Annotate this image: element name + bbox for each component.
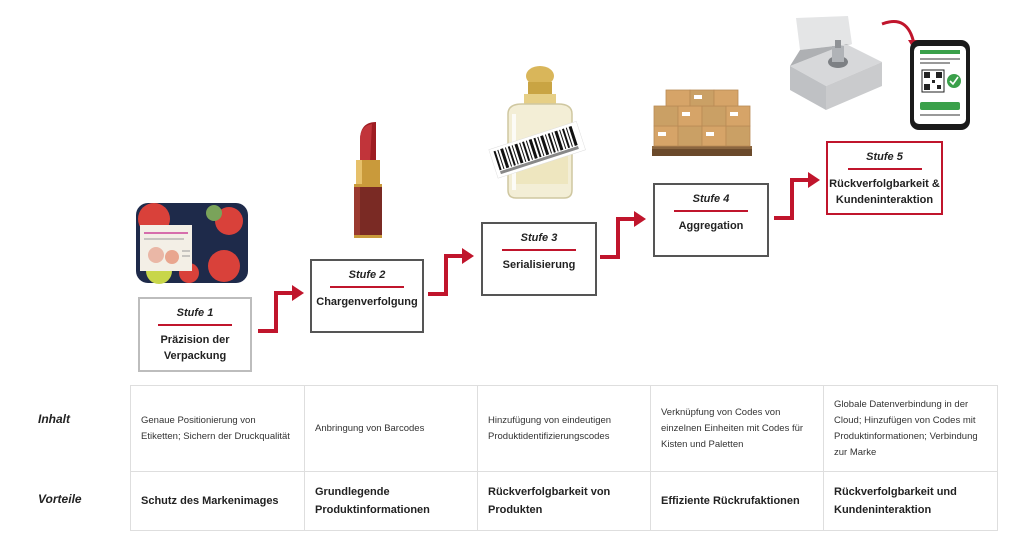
vorteile-cell-4: Effiziente Rückrufaktionen xyxy=(661,495,800,507)
perfume-barcode-image xyxy=(488,66,586,199)
cardboard-boxes-pallet-image xyxy=(652,89,752,156)
arrow-3-to-4 xyxy=(600,217,636,259)
cosmetic-tin-image xyxy=(136,203,248,284)
comparison-table xyxy=(130,385,998,531)
table-column-divider xyxy=(997,386,998,531)
stage-2-title: Stufe 2 xyxy=(348,269,386,281)
inhalt-cell-2: Anbringung von Barcodes xyxy=(315,422,425,434)
stage-5-title: Stufe 5 xyxy=(866,151,903,163)
vorteile-cell-2: Grundlegende Produktinformationen xyxy=(315,486,430,516)
stage-5-divider xyxy=(847,168,922,170)
arrow-1-to-2 xyxy=(258,291,294,333)
gift-box-phone-image xyxy=(790,16,970,130)
row-header-inhalt: Inhalt xyxy=(38,412,70,426)
stage-1-divider xyxy=(158,324,232,326)
stage-1-box: Stufe 1 Präzision der Verpackung xyxy=(138,297,252,372)
stage-2-box: Stufe 2 Chargenverfolgung xyxy=(310,259,424,333)
table-column-divider xyxy=(130,386,131,531)
stage-3-label: Serialisierung xyxy=(502,259,576,271)
arrow-4-to-5 xyxy=(774,178,810,220)
inhalt-cell-1: Genaue Positionierung von Etiketten; Sic… xyxy=(141,414,290,442)
vorteile-cell-1: Schutz des Markenimages xyxy=(141,495,279,507)
stage-3-box: Stufe 3 Serialisierung xyxy=(481,222,597,296)
stage-3-divider xyxy=(502,249,576,251)
stage-3-title: Stufe 3 xyxy=(520,232,558,244)
vorteile-cell-3: Rückverfolgbarkeit von Produkten xyxy=(488,486,611,516)
stage-2-divider xyxy=(330,286,404,288)
inhalt-cell-5: Globale Datenverbindung in der Cloud; Hi… xyxy=(834,398,978,458)
lipstick-image xyxy=(354,122,382,238)
stage-4-title: Stufe 4 xyxy=(692,193,730,205)
stage-1-title: Stufe 1 xyxy=(176,307,214,319)
table-column-divider xyxy=(304,386,305,531)
table-column-divider xyxy=(477,386,478,531)
table-row-divider xyxy=(130,471,998,472)
stage-4-label: Aggregation xyxy=(678,220,744,232)
inhalt-cell-3: Hinzufügung von eindeutigen Produktident… xyxy=(488,414,612,442)
inhalt-cell-4: Verknüpfung von Codes von einzelnen Einh… xyxy=(661,406,804,450)
stage-5-box: Stufe 5 Rückverfolgbarkeit & Kundeninter… xyxy=(826,141,943,215)
table-column-divider xyxy=(823,386,824,531)
stage-4-box: Stufe 4 Aggregation xyxy=(653,183,769,257)
table-column-divider xyxy=(650,386,651,531)
stage-5-label: Rückverfolgbarkeit & Kundeninteraktion xyxy=(829,178,940,206)
row-header-vorteile: Vorteile xyxy=(38,492,82,506)
stage-1-label: Präzision der Verpackung xyxy=(160,334,230,362)
vorteile-cell-5: Rückverfolgbarkeit und Kundeninteraktion xyxy=(834,486,957,516)
arrow-2-to-3 xyxy=(428,254,464,296)
stage-2-label: Chargenverfolgung xyxy=(316,296,418,308)
stage-4-divider xyxy=(674,210,748,212)
